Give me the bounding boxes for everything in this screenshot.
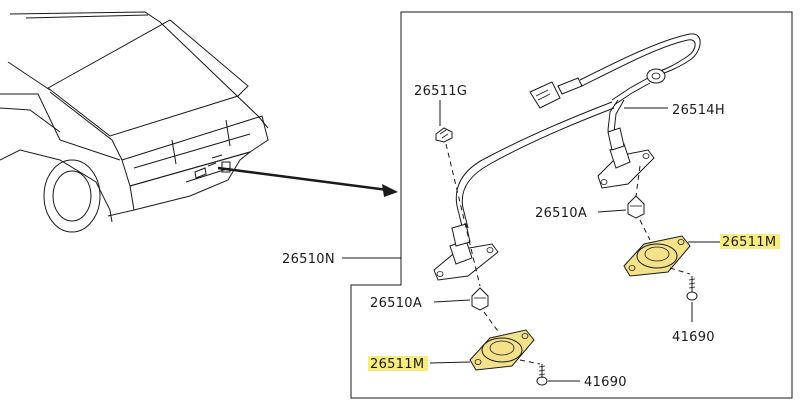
label-26514H: 26514H <box>672 103 725 118</box>
label-26510A-left: 26510A <box>370 296 422 311</box>
bulb-right <box>627 195 645 219</box>
harness-26514H <box>455 33 701 229</box>
label-26510N: 26510N <box>282 252 335 267</box>
label-highlight-right <box>720 234 780 249</box>
label-highlight-left <box>368 356 428 371</box>
assembly-frame <box>350 11 793 399</box>
pointer-arrow <box>217 166 398 197</box>
alignment-lines <box>445 143 691 365</box>
grommet-26511G <box>435 127 453 143</box>
bulb-left <box>471 287 489 311</box>
label-26511M-left: 26511M <box>370 357 424 372</box>
label-26511M-right: 26511M <box>722 235 776 250</box>
lens-left-highlighted <box>469 329 535 371</box>
label-26511G: 26511G <box>414 84 467 99</box>
leader-lines <box>342 100 720 382</box>
label-41690-left: 41690 <box>584 375 627 390</box>
screw-right <box>686 276 698 301</box>
lamp-housing-left <box>433 223 499 281</box>
label-26510A-right: 26510A <box>535 206 587 221</box>
lamp-housing-right <box>597 127 655 189</box>
screw-left <box>536 364 548 386</box>
label-41690-right: 41690 <box>672 330 715 345</box>
car-rear-view <box>0 11 269 233</box>
lens-right-highlighted <box>623 235 691 277</box>
